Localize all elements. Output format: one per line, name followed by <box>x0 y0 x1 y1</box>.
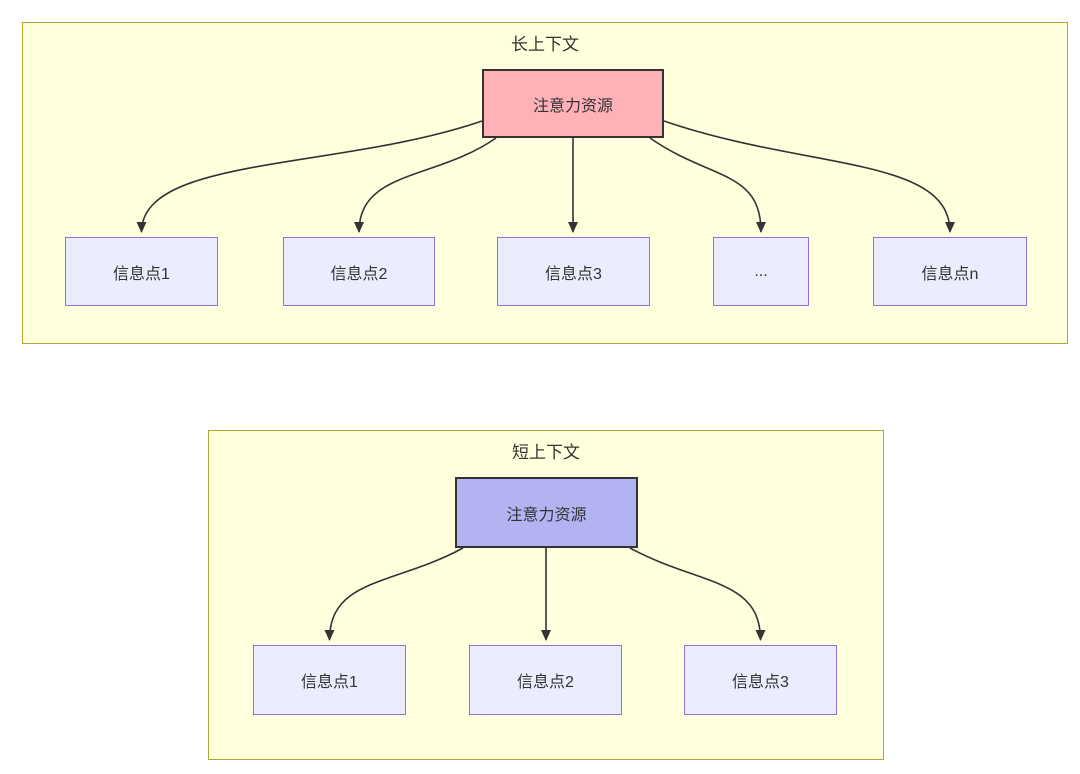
long-info-point-1-node: 信息点1 <box>65 237 218 306</box>
short-context-panel-title: 短上下文 <box>512 443 580 462</box>
long-context-panel-title: 长上下文 <box>511 35 579 54</box>
long-info-point-ellipsis-node: ... <box>713 237 809 306</box>
long-info-point-2-node: 信息点2 <box>283 237 435 306</box>
long-info-point-3-node: 信息点3 <box>497 237 650 306</box>
short-info-point-2-node: 信息点2 <box>469 645 622 715</box>
long-attention-resource-node: 注意力资源 <box>482 69 664 138</box>
short-info-point-3-node: 信息点3 <box>684 645 837 715</box>
short-info-point-1-node: 信息点1 <box>253 645 406 715</box>
short-attention-resource-node: 注意力资源 <box>455 477 638 548</box>
long-info-point-n-node: 信息点n <box>873 237 1027 306</box>
